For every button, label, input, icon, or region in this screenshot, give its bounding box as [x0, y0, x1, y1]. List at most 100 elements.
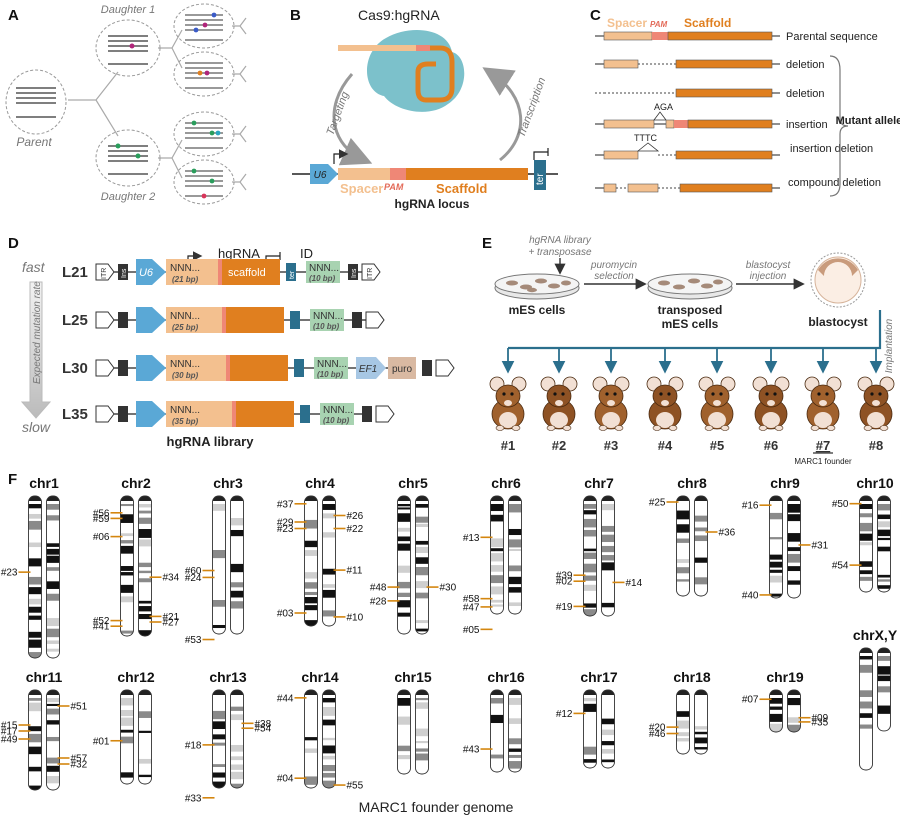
scaffold-block	[406, 168, 528, 180]
integration-site: #21	[149, 612, 180, 623]
svg-text:ITR: ITR	[367, 268, 374, 279]
svg-text:#13: #13	[463, 533, 480, 544]
mouse-label: #5	[710, 438, 724, 453]
chromosome-pair	[859, 647, 891, 771]
library-label-1: hgRNA library	[529, 235, 592, 246]
chromosome-name: chr10	[856, 475, 894, 491]
integration-site: #46	[649, 729, 679, 740]
puro-block	[388, 357, 416, 379]
svg-text:#41: #41	[93, 622, 110, 633]
svg-text:#22: #22	[347, 524, 364, 535]
chromosome-name: chr3	[213, 475, 243, 491]
svg-text:#18: #18	[185, 740, 202, 751]
svg-text:#28: #28	[370, 596, 387, 607]
svg-text:Ins: Ins	[351, 268, 358, 278]
mouse-label: #7	[816, 438, 830, 453]
mutant-alleles-brace	[829, 55, 849, 197]
chromosome-name: chr9	[770, 475, 800, 491]
svg-text:#47: #47	[463, 602, 480, 613]
chromosome-pair	[490, 689, 522, 773]
integration-site: #26	[333, 511, 364, 522]
chromosome-name: chr19	[766, 669, 804, 685]
svg-text:#30: #30	[440, 583, 457, 594]
svg-text:#58: #58	[463, 594, 480, 605]
svg-text:#17: #17	[1, 727, 18, 738]
svg-text:#09: #09	[812, 713, 829, 724]
u6-promoter	[136, 259, 166, 285]
svg-text:#49: #49	[1, 735, 18, 746]
daughter2-cell	[95, 129, 161, 187]
row-label-deletion: deletion	[786, 88, 825, 100]
insulator-left	[118, 312, 128, 328]
svg-text:#12: #12	[556, 709, 573, 720]
chromosome-pair	[676, 689, 708, 755]
svg-text:#36: #36	[719, 528, 736, 539]
integration-site: #20	[649, 723, 679, 734]
mouse-label: #4	[658, 438, 673, 453]
integration-site: #49	[1, 735, 31, 746]
founder-label: MARC1 founder	[794, 457, 852, 466]
svg-text:#54: #54	[832, 561, 849, 572]
library-caption: hgRNA library	[167, 434, 255, 449]
svg-text:#23: #23	[1, 568, 18, 579]
panel-d: D fast slow Expected mutation rate hgRNA…	[8, 235, 455, 449]
row-label-deletion: deletion	[786, 59, 825, 71]
integration-site: #35	[798, 717, 829, 728]
ter-block	[286, 263, 296, 281]
panel-e: E hgRNA library + transposase mES cells …	[482, 235, 895, 466]
spacer-length: (21 bp)	[172, 275, 199, 284]
svg-text:#01: #01	[93, 736, 110, 747]
mutation-dot	[135, 153, 141, 159]
puromycin-label-1: puromycin	[590, 260, 638, 271]
spacer-nnn: NNN...	[170, 311, 200, 322]
integration-site: #14	[612, 578, 643, 589]
svg-text:#44: #44	[277, 693, 294, 704]
u6-promoter	[136, 401, 166, 427]
mouse	[592, 376, 630, 431]
mouse-label: #8	[869, 438, 883, 453]
integration-site: #50	[832, 499, 862, 510]
genome-caption: MARC1 founder genome	[359, 799, 514, 815]
itr-right	[365, 311, 385, 329]
svg-text:#06: #06	[93, 532, 110, 543]
chromosome-pair	[769, 495, 801, 599]
integration-site: #52	[93, 616, 123, 627]
spacer-nnn: NNN...	[170, 359, 200, 370]
svg-text:#35: #35	[812, 717, 829, 728]
integration-site: #31	[798, 540, 829, 551]
chromosome-pair	[28, 495, 60, 659]
implantation-line	[508, 310, 882, 350]
ter-block	[294, 359, 304, 377]
svg-text:#20: #20	[649, 723, 666, 734]
integration-site: #04	[277, 774, 307, 785]
svg-text:#14: #14	[626, 578, 643, 589]
daughter1-cell	[95, 19, 161, 77]
integration-site: #23	[277, 524, 307, 535]
integration-site: #40	[742, 590, 772, 601]
chromosome-pair	[583, 689, 615, 769]
mice-row: #1#2#3#4#5#6#7#8	[489, 348, 895, 454]
integration-site: #51	[57, 702, 88, 713]
svg-text:#54: #54	[255, 724, 272, 735]
integration-site: #07	[742, 695, 772, 706]
insulator-right	[348, 264, 358, 280]
pam-block	[232, 401, 236, 427]
spacer-block	[166, 259, 218, 285]
svg-text:Ins: Ins	[121, 268, 128, 278]
integration-site: #59	[93, 514, 123, 525]
id-block	[314, 357, 348, 379]
integration-site: #39	[556, 571, 586, 582]
svg-text:scaffold: scaffold	[228, 267, 266, 279]
chromosome-name: chr1	[29, 475, 59, 491]
svg-text:#59: #59	[93, 514, 110, 525]
panel-b: B Cas9:hgRNA Targeting Transcription U6 …	[290, 7, 558, 211]
svg-text:NNN...: NNN...	[313, 311, 343, 322]
itr-left	[95, 263, 115, 281]
id-block	[320, 403, 354, 425]
chromosome-name: chr12	[117, 669, 155, 685]
svg-text:#60: #60	[185, 566, 202, 577]
hgrna-scaffold-loop	[415, 45, 455, 103]
mouse	[489, 376, 527, 431]
